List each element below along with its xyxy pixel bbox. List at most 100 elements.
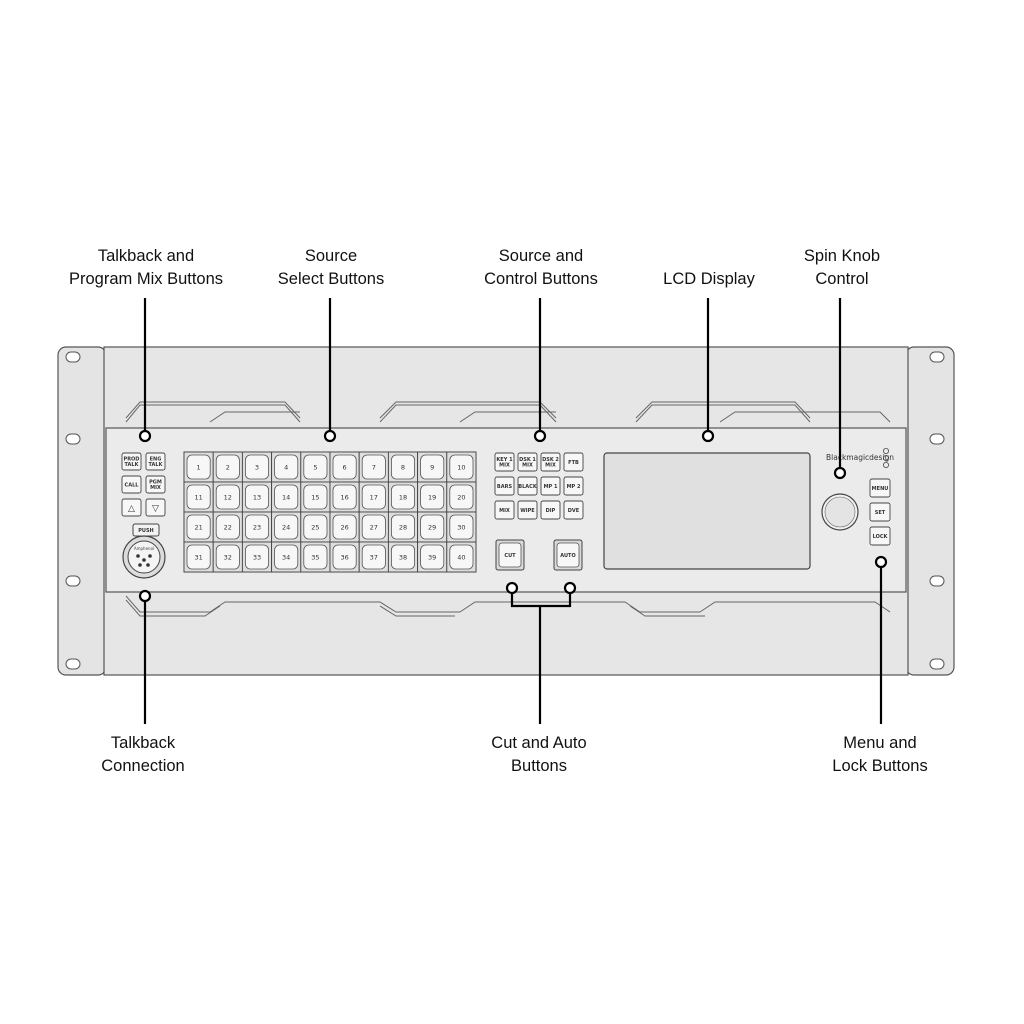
source-button-34[interactable]: 34 (271, 541, 302, 573)
source-button-14[interactable]: 14 (271, 481, 302, 513)
source-button-33[interactable]: 33 (241, 541, 273, 573)
key1-mix-button-label: KEY 1 (496, 457, 513, 463)
cut-button-label: CUT (504, 553, 516, 559)
set-button[interactable]: SET (869, 502, 891, 522)
callout-line: Source (304, 247, 358, 265)
mix-button[interactable]: MIX (494, 500, 515, 520)
source-button-7[interactable]: 7 (358, 451, 389, 483)
source-button-1[interactable]: 1 (183, 451, 214, 483)
ftb-button[interactable]: FTB (563, 452, 584, 472)
call-button[interactable]: CALL (121, 475, 142, 494)
source-button-23[interactable]: 23 (241, 511, 273, 543)
callout-line: Cut and Auto (491, 734, 587, 752)
source-button-3[interactable]: 3 (241, 451, 273, 483)
dsk1-mix-button-label: MIX (522, 463, 533, 469)
brand-logo-text: Blackmagicdesign (826, 453, 894, 462)
lock-button[interactable]: LOCK (869, 526, 891, 546)
source-button-21[interactable]: 21 (183, 511, 214, 543)
auto-button[interactable]: AUTO (553, 539, 583, 571)
source-button-label: 20 (457, 493, 465, 501)
source-button-8[interactable]: 8 (387, 451, 419, 483)
source-button-9[interactable]: 9 (417, 451, 448, 483)
spin-knob[interactable] (821, 493, 859, 531)
up-arrow-button-label: △ (128, 504, 135, 514)
callout-cut-auto: Cut and Auto Buttons (491, 732, 586, 778)
mp1-button[interactable]: MP 1 (540, 476, 561, 496)
source-button-label: 7 (372, 463, 376, 471)
brand-logo-icon (883, 447, 890, 468)
source-button-11[interactable]: 11 (183, 481, 214, 513)
callout-line: Select Buttons (277, 270, 385, 288)
source-button-36[interactable]: 36 (329, 541, 360, 573)
mp1-button-label: MP 1 (544, 484, 558, 490)
set-button-label: SET (875, 510, 886, 516)
callout-menu-lock: Menu and Lock Buttons (832, 732, 927, 778)
source-button-22[interactable]: 22 (212, 511, 243, 543)
source-button-30[interactable]: 30 (446, 511, 477, 543)
source-button-10[interactable]: 10 (446, 451, 477, 483)
source-button-label: 15 (311, 493, 319, 501)
black-button[interactable]: BLACK (517, 476, 538, 496)
source-button-29[interactable]: 29 (417, 511, 448, 543)
dip-button[interactable]: DIP (540, 500, 561, 520)
source-button-35[interactable]: 35 (300, 541, 331, 573)
source-button-label: 39 (428, 553, 436, 561)
source-button-label: 37 (370, 553, 378, 561)
source-button-12[interactable]: 12 (212, 481, 243, 513)
source-button-32[interactable]: 32 (212, 541, 243, 573)
source-button-4[interactable]: 4 (271, 451, 302, 483)
source-button-label: 36 (340, 553, 348, 561)
xlr-talkback-connector[interactable]: PUSH Amphenol (122, 523, 166, 579)
callout-talkback-connection: Talkback Connection (101, 732, 184, 778)
up-arrow-button[interactable]: △ (121, 498, 142, 517)
source-button-label: 18 (399, 493, 407, 501)
source-button-26[interactable]: 26 (329, 511, 360, 543)
source-button-label: 27 (370, 523, 378, 531)
source-button-label: 3 (255, 463, 259, 471)
source-button-17[interactable]: 17 (358, 481, 389, 513)
source-button-38[interactable]: 38 (387, 541, 419, 573)
dve-button-label: DVE (568, 508, 580, 514)
menu-lock-buttons: MENU SET LOCK (869, 478, 891, 546)
source-button-6[interactable]: 6 (329, 451, 360, 483)
source-button-28[interactable]: 28 (387, 511, 419, 543)
source-button-label: 23 (253, 523, 261, 531)
source-button-13[interactable]: 13 (241, 481, 273, 513)
source-button-18[interactable]: 18 (387, 481, 419, 513)
source-button-27[interactable]: 27 (358, 511, 389, 543)
cut-button[interactable]: CUT (495, 539, 525, 571)
source-button-2[interactable]: 2 (212, 451, 243, 483)
bars-button[interactable]: BARS (494, 476, 515, 496)
source-button-40[interactable]: 40 (446, 541, 477, 573)
callout-line: Menu and (843, 734, 917, 752)
callout-lcd: LCD Display (663, 268, 755, 291)
source-button-19[interactable]: 19 (417, 481, 448, 513)
menu-button[interactable]: MENU (869, 478, 891, 498)
source-button-25[interactable]: 25 (300, 511, 331, 543)
source-button-31[interactable]: 31 (183, 541, 214, 573)
source-button-39[interactable]: 39 (417, 541, 448, 573)
dve-button[interactable]: DVE (563, 500, 584, 520)
source-button-24[interactable]: 24 (271, 511, 302, 543)
auto-button-label: AUTO (560, 553, 575, 559)
mp2-button[interactable]: MP 2 (563, 476, 584, 496)
callout-line: Talkback and (97, 247, 195, 265)
source-button-15[interactable]: 15 (300, 481, 331, 513)
down-arrow-button[interactable]: ▽ (145, 498, 166, 517)
source-button-16[interactable]: 16 (329, 481, 360, 513)
source-button-20[interactable]: 20 (446, 481, 477, 513)
source-button-5[interactable]: 5 (300, 451, 331, 483)
wipe-button[interactable]: WIPE (517, 500, 538, 520)
source-button-label: 40 (457, 553, 465, 561)
callout-line: Talkback (110, 734, 176, 752)
source-button-37[interactable]: 37 (358, 541, 389, 573)
bottom-vent-section (125, 595, 891, 617)
